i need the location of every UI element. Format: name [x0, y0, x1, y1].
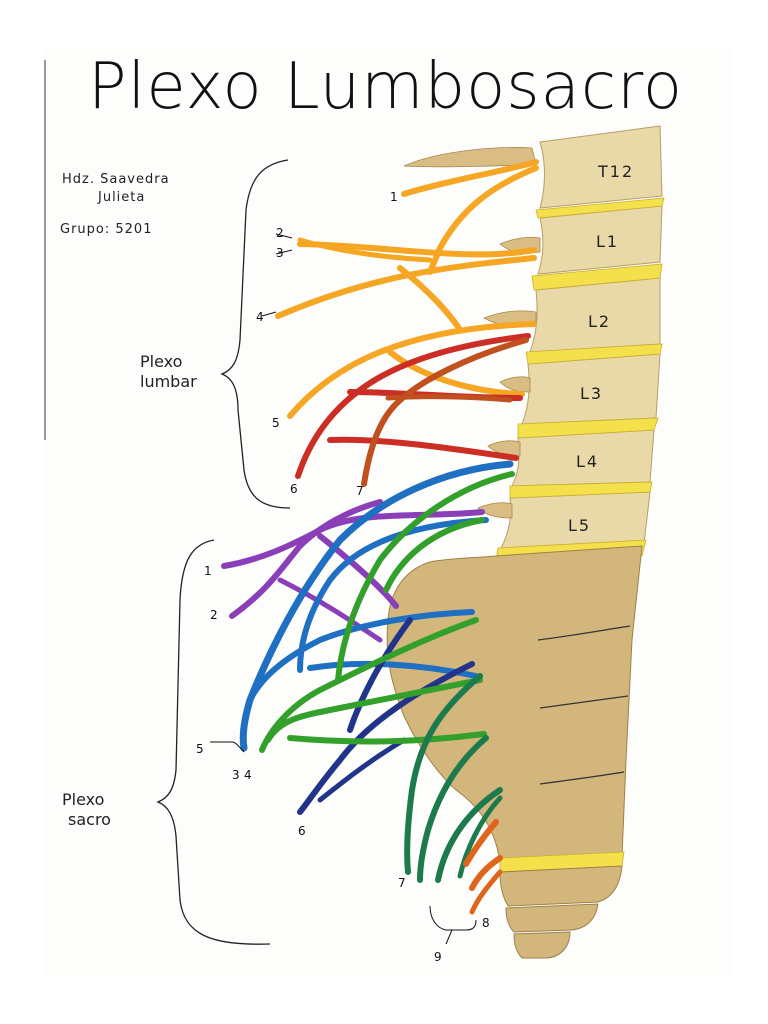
disc-l3-l4 [517, 417, 659, 439]
page-title: Plexo Lumbosacro [88, 50, 684, 124]
nerve-darkgreen-1 [404, 673, 483, 875]
nerve-green-3 [265, 677, 483, 743]
nerve-lateral-femoral-cutaneous [275, 255, 537, 319]
sacral-line-3 [539, 771, 625, 785]
nerve-rust-branch [385, 394, 513, 403]
author-name: Hdz. Saavedra [62, 172, 170, 187]
lumbar-number-7: 7 [356, 484, 364, 498]
nerve-purple-3 [317, 533, 399, 609]
transverse-process-t12 [403, 147, 537, 168]
lumbar-plexus-label-line2: lumbar [140, 372, 197, 391]
nerve-femoral [287, 321, 537, 419]
nerve-darkgreen-4 [457, 795, 503, 879]
lumbar-plexus-label-line1: Plexo [140, 352, 183, 371]
lumbar-plexus-label: Plexo lumbar [140, 352, 197, 392]
nerve-coccygeal-3 [469, 869, 503, 915]
lumbar-number-5: 5 [272, 416, 280, 430]
lumbar-number-4: 4 [256, 310, 264, 324]
nerve-coccygeal-2 [469, 855, 503, 891]
nerve-navy-3 [317, 737, 407, 803]
nerve-navy-1 [297, 661, 475, 815]
lumbar-nerves [275, 159, 539, 487]
lumbar-number-2: 2 [276, 226, 284, 240]
nerve-genitofemoral-branch [297, 237, 433, 263]
sacral-number-7: 7 [398, 876, 406, 890]
coccyx-2 [505, 903, 599, 933]
vertebra-label-l2: L2 [588, 312, 612, 331]
vertebra-label-l5: L5 [568, 516, 592, 535]
disc-l1-l2 [531, 263, 663, 291]
vertebra-label-l3: L3 [580, 384, 604, 403]
sacral-number-9: 9 [434, 950, 442, 964]
sacral-number-5: 5 [196, 742, 204, 756]
nerve-iliohypogastric [401, 159, 539, 197]
sacral-nerves [221, 460, 515, 915]
sacral-plexus-label-line2: sacro [68, 810, 111, 829]
sacral-line-1 [537, 625, 631, 641]
sacral-number-8: 8 [482, 916, 490, 930]
lumbar-number-3: 3 [276, 246, 284, 260]
sacral-line-2 [539, 695, 629, 709]
nerve-darkgreen-2 [417, 735, 489, 883]
nerve-green-5 [383, 517, 485, 593]
sacrum [386, 545, 643, 959]
nerve-orange-l3 [387, 349, 525, 397]
sacral-brace [156, 539, 271, 945]
vertebra-label-t12: T12 [598, 162, 635, 181]
nerve-obturator [295, 333, 531, 479]
pointer-lines [210, 233, 477, 945]
sacral-number-3: 3 [232, 768, 240, 782]
sacral-number-6: 6 [298, 824, 306, 838]
nerve-red-l4 [327, 436, 519, 461]
nerve-ilioinguinal [427, 165, 539, 275]
nerve-genitofemoral [297, 241, 537, 258]
vertebra-label-l4: L4 [576, 452, 600, 471]
sacral-plexus-label: Plexo sacro [62, 790, 111, 830]
disc-t12-l1 [535, 197, 665, 219]
nerve-darkgreen-3 [435, 787, 503, 883]
sacrum-body [386, 545, 643, 863]
lumbar-number-1: 1 [390, 190, 398, 204]
transverse-process-l3 [499, 376, 531, 393]
nerve-navy-2 [347, 617, 413, 733]
transverse-process-l5 [477, 502, 513, 519]
vertebra-l1 [537, 205, 663, 275]
vertebra-t12 [539, 125, 663, 209]
transverse-process-l4 [487, 440, 521, 457]
nerve-green-4 [287, 731, 487, 745]
sacral-number-4: 4 [244, 768, 252, 782]
coccyx-3 [513, 931, 571, 959]
paper-edge-line [44, 60, 46, 440]
nerve-blue-3 [247, 609, 475, 703]
disc-l2-l3 [525, 343, 663, 365]
lumbar-spine [403, 125, 665, 561]
coccyx-1 [499, 865, 623, 907]
nerve-blue-2 [297, 517, 489, 673]
author-first-name: Julieta [98, 190, 146, 205]
nerve-accessory-obturator [361, 337, 529, 487]
vertebra-label-l1: L1 [596, 232, 620, 251]
nerve-orange-l2-connector [397, 265, 463, 333]
sacral-number-2: 2 [210, 608, 218, 622]
nerve-purple-4 [277, 577, 383, 643]
sacral-plexus-label-line1: Plexo [62, 790, 105, 809]
nerve-coccygeal-1 [463, 819, 499, 867]
author-group: Grupo: 5201 [60, 222, 153, 237]
lumbar-number-6: 6 [290, 482, 298, 496]
lumbar-brace [220, 159, 291, 509]
disc-l4-l5 [509, 481, 653, 499]
nerve-blue-sciatic [239, 460, 514, 752]
nerve-purple-2 [229, 499, 383, 619]
sacral-number-1: 1 [204, 564, 212, 578]
nerve-green-1 [335, 471, 515, 683]
